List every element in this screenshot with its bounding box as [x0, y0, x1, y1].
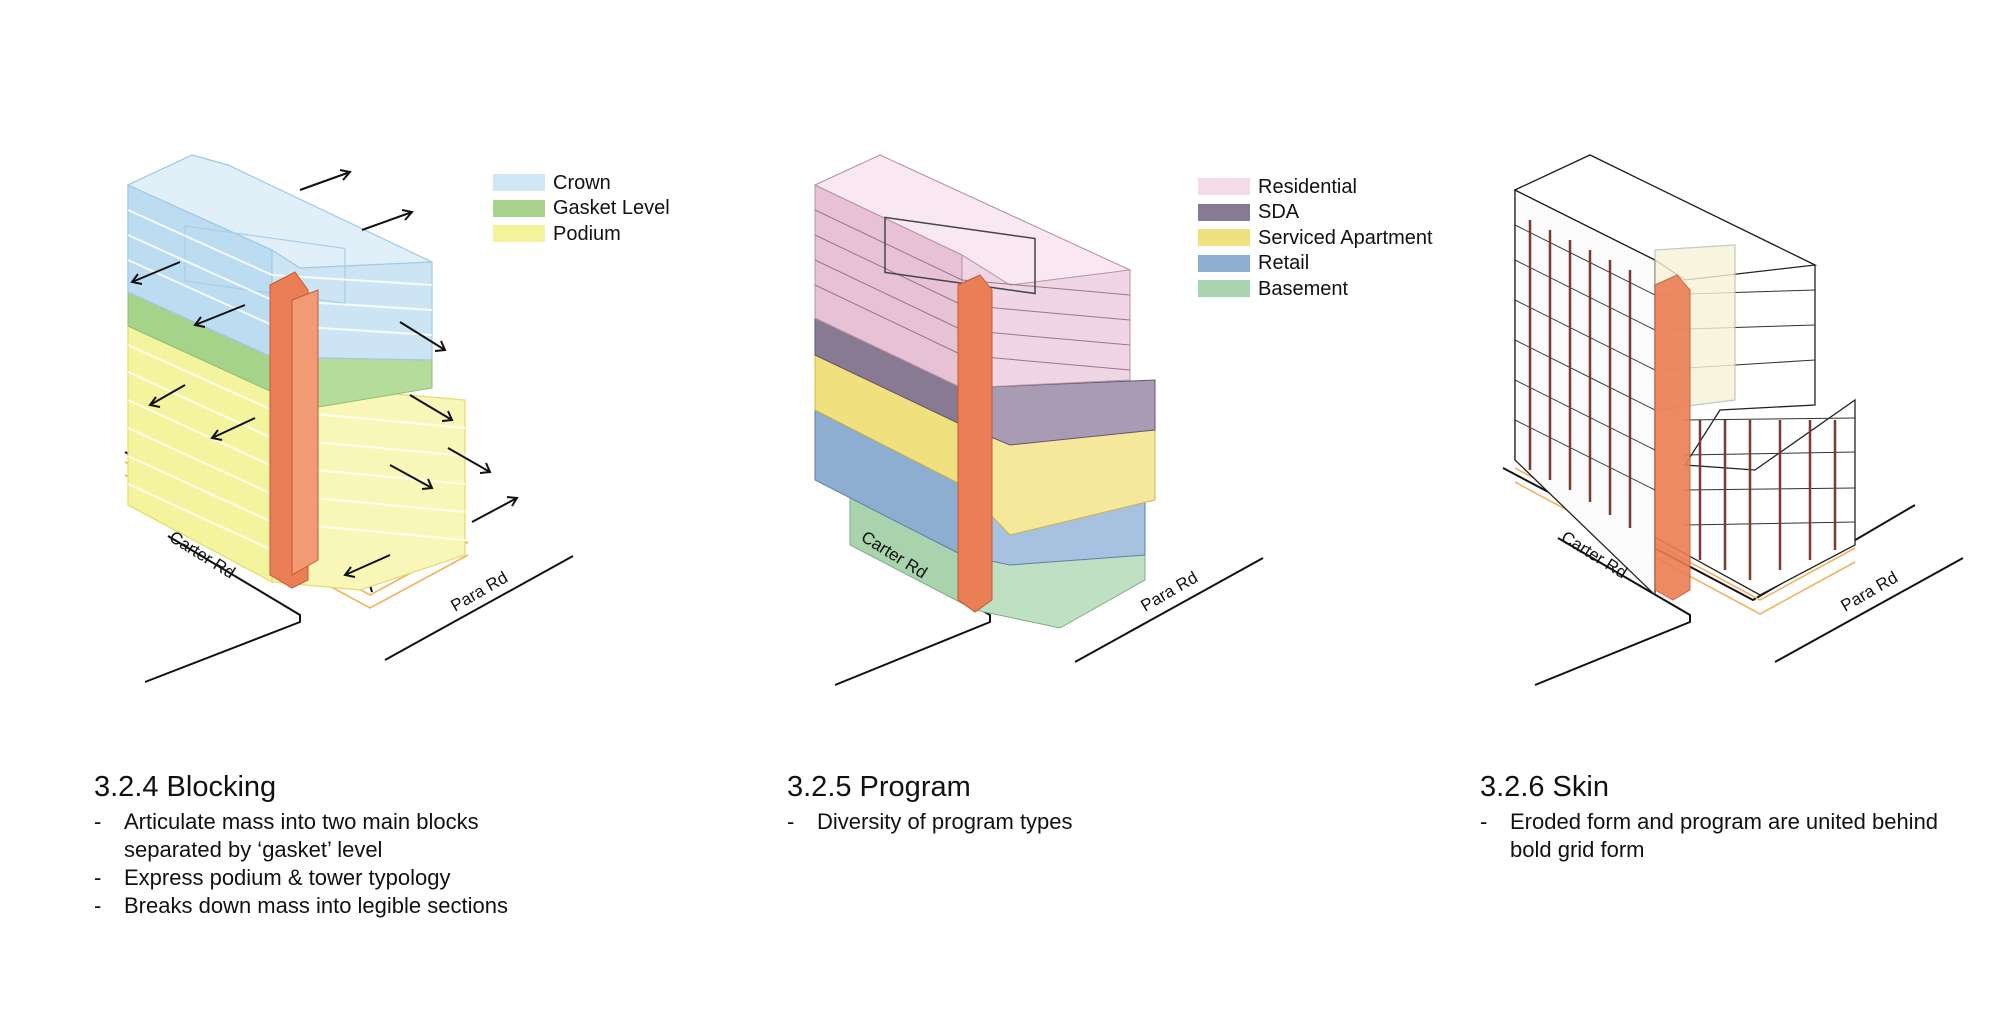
legend-swatch-serviced-apartment [1198, 229, 1250, 247]
legend-item: Retail [1198, 251, 1433, 277]
legend-label: Crown [553, 171, 611, 194]
bullet-text: Diversity of program types [817, 809, 1073, 834]
bullet-text: Breaks down mass into legible sections [124, 893, 508, 918]
blocking-axonometric: Carter Rd Para Rd [124, 154, 574, 683]
caption-bullet: - Articulate mass into two main blocks s… [94, 808, 654, 864]
panel-skin: Carter Rd Para Rd 3.2.6 Skin - Eroded fo… [1355, 0, 2000, 1009]
legend-swatch-residential [1198, 178, 1250, 196]
podium-mass [127, 317, 466, 591]
bullet-text: Express podium & tower typology [124, 865, 451, 890]
legend-swatch-retail [1198, 254, 1250, 272]
legend-label: Residential [1258, 175, 1357, 198]
legend-label: Podium [553, 222, 621, 245]
legend-item: Gasket Level [493, 196, 670, 222]
legend-swatch-crown [493, 174, 545, 192]
panel-program: Carter Rd Para Rd Residential SDA Servic… [690, 0, 1433, 1009]
sda-mass [814, 317, 1156, 446]
legend-swatch-basement [1198, 280, 1250, 298]
program-axonometric: Carter Rd Para Rd [813, 154, 1264, 686]
legend-item: Residential [1198, 174, 1433, 200]
circulation-core [1654, 274, 1691, 601]
residential-mass [813, 154, 1132, 389]
legend-item: Serviced Apartment [1198, 225, 1433, 251]
caption-bullet: - Diversity of program types [787, 809, 1073, 834]
caption-bullet: - Breaks down mass into legible sections [94, 893, 508, 918]
legend-label: Gasket Level [553, 197, 670, 220]
legend-item: Crown [493, 170, 670, 196]
legend-item: SDA [1198, 200, 1433, 226]
crown-mass [126, 154, 433, 361]
panel-blocking: Carter Rd Para Rd Crown Gasket Level Pod… [0, 0, 670, 1009]
legend-swatch-podium [493, 225, 545, 243]
caption-title: 3.2.4 Blocking [94, 771, 277, 803]
caption-title: 3.2.6 Skin [1480, 771, 1609, 803]
legend-label: Basement [1258, 277, 1349, 300]
blocking-legend: Crown Gasket Level Podium [493, 170, 670, 247]
caption-skin: 3.2.6 Skin - Eroded form and program are… [1480, 770, 2000, 864]
circulation-core [269, 271, 319, 589]
legend-label: Serviced Apartment [1258, 226, 1433, 249]
caption-blocking: 3.2.4 Blocking - Articulate mass into tw… [94, 770, 654, 920]
legend-label: Retail [1258, 252, 1310, 275]
caption-program: 3.2.5 Program - Diversity of program typ… [787, 770, 1347, 836]
street-label-para: Para Rd [1138, 568, 1202, 616]
program-legend: Residential SDA Serviced Apartment Retai… [1198, 174, 1433, 302]
caption-bullet: - Express podium & tower typology [94, 865, 451, 890]
legend-label: SDA [1258, 201, 1300, 224]
caption-title: 3.2.5 Program [787, 771, 971, 803]
bullet-text: Eroded form and program are united behin… [1510, 809, 1939, 862]
serviced-apartment-mass [814, 354, 1156, 536]
legend-swatch-sda [1198, 203, 1250, 221]
legend-item: Podium [493, 221, 670, 247]
caption-bullet: - Eroded form and program are united beh… [1480, 809, 1939, 862]
legend-swatch-gasket [493, 199, 545, 217]
legend-item: Basement [1198, 276, 1433, 302]
circulation-core [957, 274, 993, 613]
street-label-para: Para Rd [1838, 568, 1902, 616]
skin-axonometric: Carter Rd Para Rd [1502, 154, 1964, 686]
direction-arrows [130, 169, 519, 578]
bullet-text: Articulate mass into two main blocks sep… [124, 809, 479, 862]
